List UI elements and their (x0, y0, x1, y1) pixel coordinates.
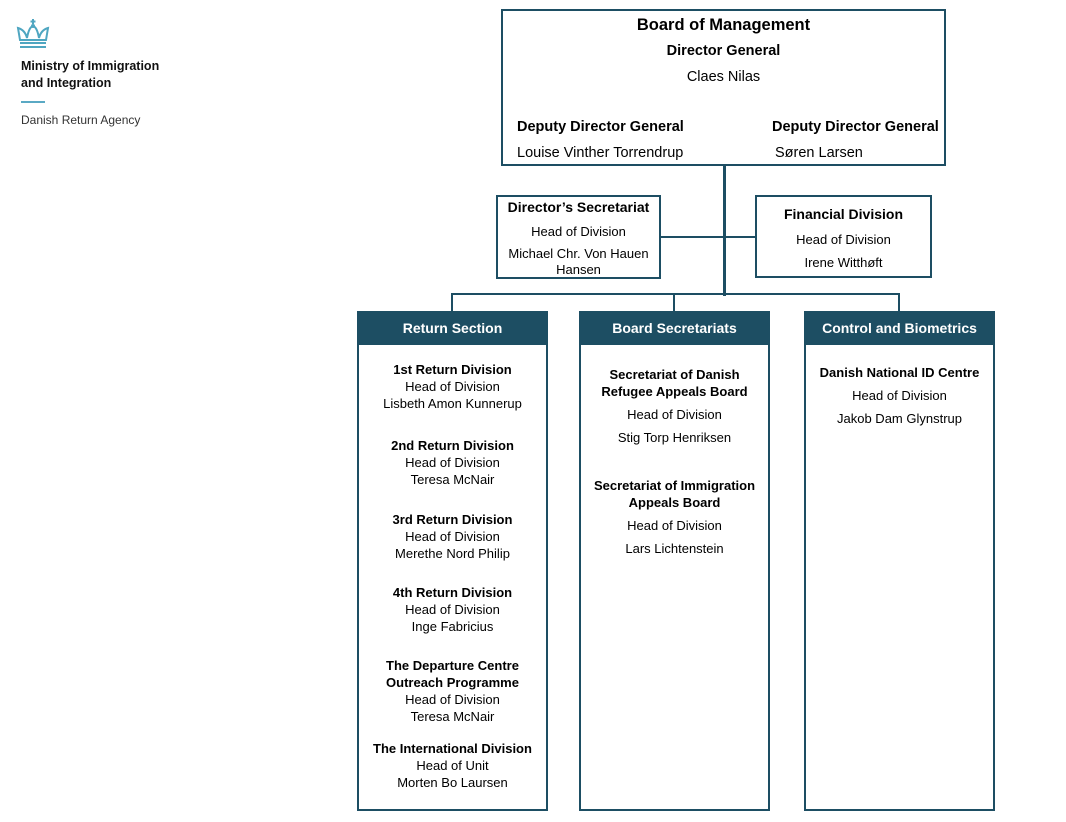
connector-board-drop (673, 293, 675, 311)
ministry-name-line1: Ministry of Immigration (21, 59, 160, 73)
group-name: Inge Fabricius (411, 619, 494, 634)
refugee-appeals-secretariat: Secretariat of Danish Refugee Appeals Bo… (581, 366, 768, 446)
director-general-name: Claes Nilas (686, 69, 761, 85)
departure-centre-outreach: The Departure Centre Outreach Programme … (359, 657, 546, 725)
board-secretariats-column: Board Secretariats Secretariat of Danish… (579, 311, 770, 811)
group-title: 4th Return Division (392, 585, 513, 600)
financial-division-title: Financial Division (783, 206, 904, 222)
national-id-centre: Danish National ID Centre Head of Divisi… (806, 364, 993, 427)
connector-sections-horizontal (451, 293, 900, 295)
deputy2-role: Deputy Director General (772, 119, 939, 135)
directors-secretariat-title: Director’s Secretariat (507, 199, 650, 215)
return-division-2: 2nd Return Division Head of Division Ter… (359, 437, 546, 488)
group-name: Merethe Nord Philip (395, 546, 510, 561)
group-name: Morten Bo Laursen (397, 775, 508, 790)
control-biometrics-header: Control and Biometrics (804, 311, 995, 345)
deputy1-name: Louise Vinther Torrendrup (517, 145, 684, 161)
deputy2-name: Søren Larsen (775, 145, 863, 161)
agency-name: Danish Return Agency (21, 113, 141, 127)
financial-division-box: Financial Division Head of Division Iren… (755, 195, 932, 278)
group-role: Head of Division (405, 529, 500, 544)
board-secretariats-header: Board Secretariats (579, 311, 770, 345)
group-title-line2: Outreach Programme (386, 675, 519, 690)
group-name: Stig Torp Henriksen (617, 430, 732, 445)
director-general-role: Director General (666, 43, 781, 59)
group-role: Head of Division (405, 692, 500, 707)
group-name: Teresa McNair (410, 472, 495, 487)
group-name: Teresa McNair (410, 709, 495, 724)
logo-divider (21, 101, 45, 103)
financial-division-role: Head of Division (796, 232, 891, 247)
return-section-header: Return Section (357, 311, 548, 345)
return-division-1: 1st Return Division Head of Division Lis… (359, 361, 546, 412)
group-role: Head of Division (405, 455, 500, 470)
group-title-line2: Refugee Appeals Board (601, 384, 748, 399)
directors-secretariat-role: Head of Division (531, 224, 626, 239)
return-division-3: 3rd Return Division Head of Division Mer… (359, 511, 546, 562)
group-title-line1: The Departure Centre (386, 658, 519, 673)
control-biometrics-column: Control and Biometrics Danish National I… (804, 311, 995, 811)
ministry-logo: Ministry of Immigration and Integration … (15, 18, 195, 138)
ministry-name-line2: and Integration (21, 76, 112, 90)
group-title: 1st Return Division (393, 362, 512, 377)
group-title-line1: Secretariat of Immigration (593, 478, 756, 493)
group-title: 2nd Return Division (391, 438, 514, 453)
group-role: Head of Division (627, 407, 722, 422)
return-section-column: Return Section 1st Return Division Head … (357, 311, 548, 811)
return-division-4: 4th Return Division Head of Division Ing… (359, 584, 546, 635)
group-role: Head of Division (405, 379, 500, 394)
group-title-line1: Secretariat of Danish (609, 367, 740, 382)
board-of-management-box: Board of Management Director General Cla… (501, 9, 946, 166)
group-title-line2: Appeals Board (628, 495, 721, 510)
immigration-appeals-secretariat: Secretariat of Immigration Appeals Board… (581, 477, 768, 557)
group-title: 3rd Return Division (392, 512, 513, 527)
directors-secretariat-name: Michael Chr. Von Hauen Hansen (500, 246, 657, 278)
directors-secretariat-name-line1: Michael Chr. Von Hauen (508, 246, 649, 261)
financial-division-name: Irene Witthøft (804, 255, 883, 270)
group-role: Head of Division (852, 388, 947, 403)
ministry-name: Ministry of Immigration and Integration (21, 58, 159, 92)
group-role: Head of Division (405, 602, 500, 617)
connector-main-vertical (723, 166, 726, 296)
directors-secretariat-box: Director’s Secretariat Head of Division … (496, 195, 661, 279)
board-title: Board of Management (636, 16, 811, 34)
group-title: Danish National ID Centre (819, 365, 980, 380)
connector-side-horizontal (661, 236, 755, 238)
deputy1-role: Deputy Director General (517, 119, 684, 135)
crown-icon (16, 19, 50, 48)
international-division: The International Division Head of Unit … (359, 740, 546, 791)
directors-secretariat-name-line2: Hansen (556, 262, 601, 277)
connector-return-drop (451, 293, 453, 311)
group-role: Head of Division (627, 518, 722, 533)
group-name: Lars Lichtenstein (625, 541, 724, 556)
group-name: Lisbeth Amon Kunnerup (383, 396, 522, 411)
connector-control-drop (898, 293, 900, 311)
group-role: Head of Unit (416, 758, 489, 773)
group-title: The International Division (373, 741, 532, 756)
group-name: Jakob Dam Glynstrup (837, 411, 962, 426)
